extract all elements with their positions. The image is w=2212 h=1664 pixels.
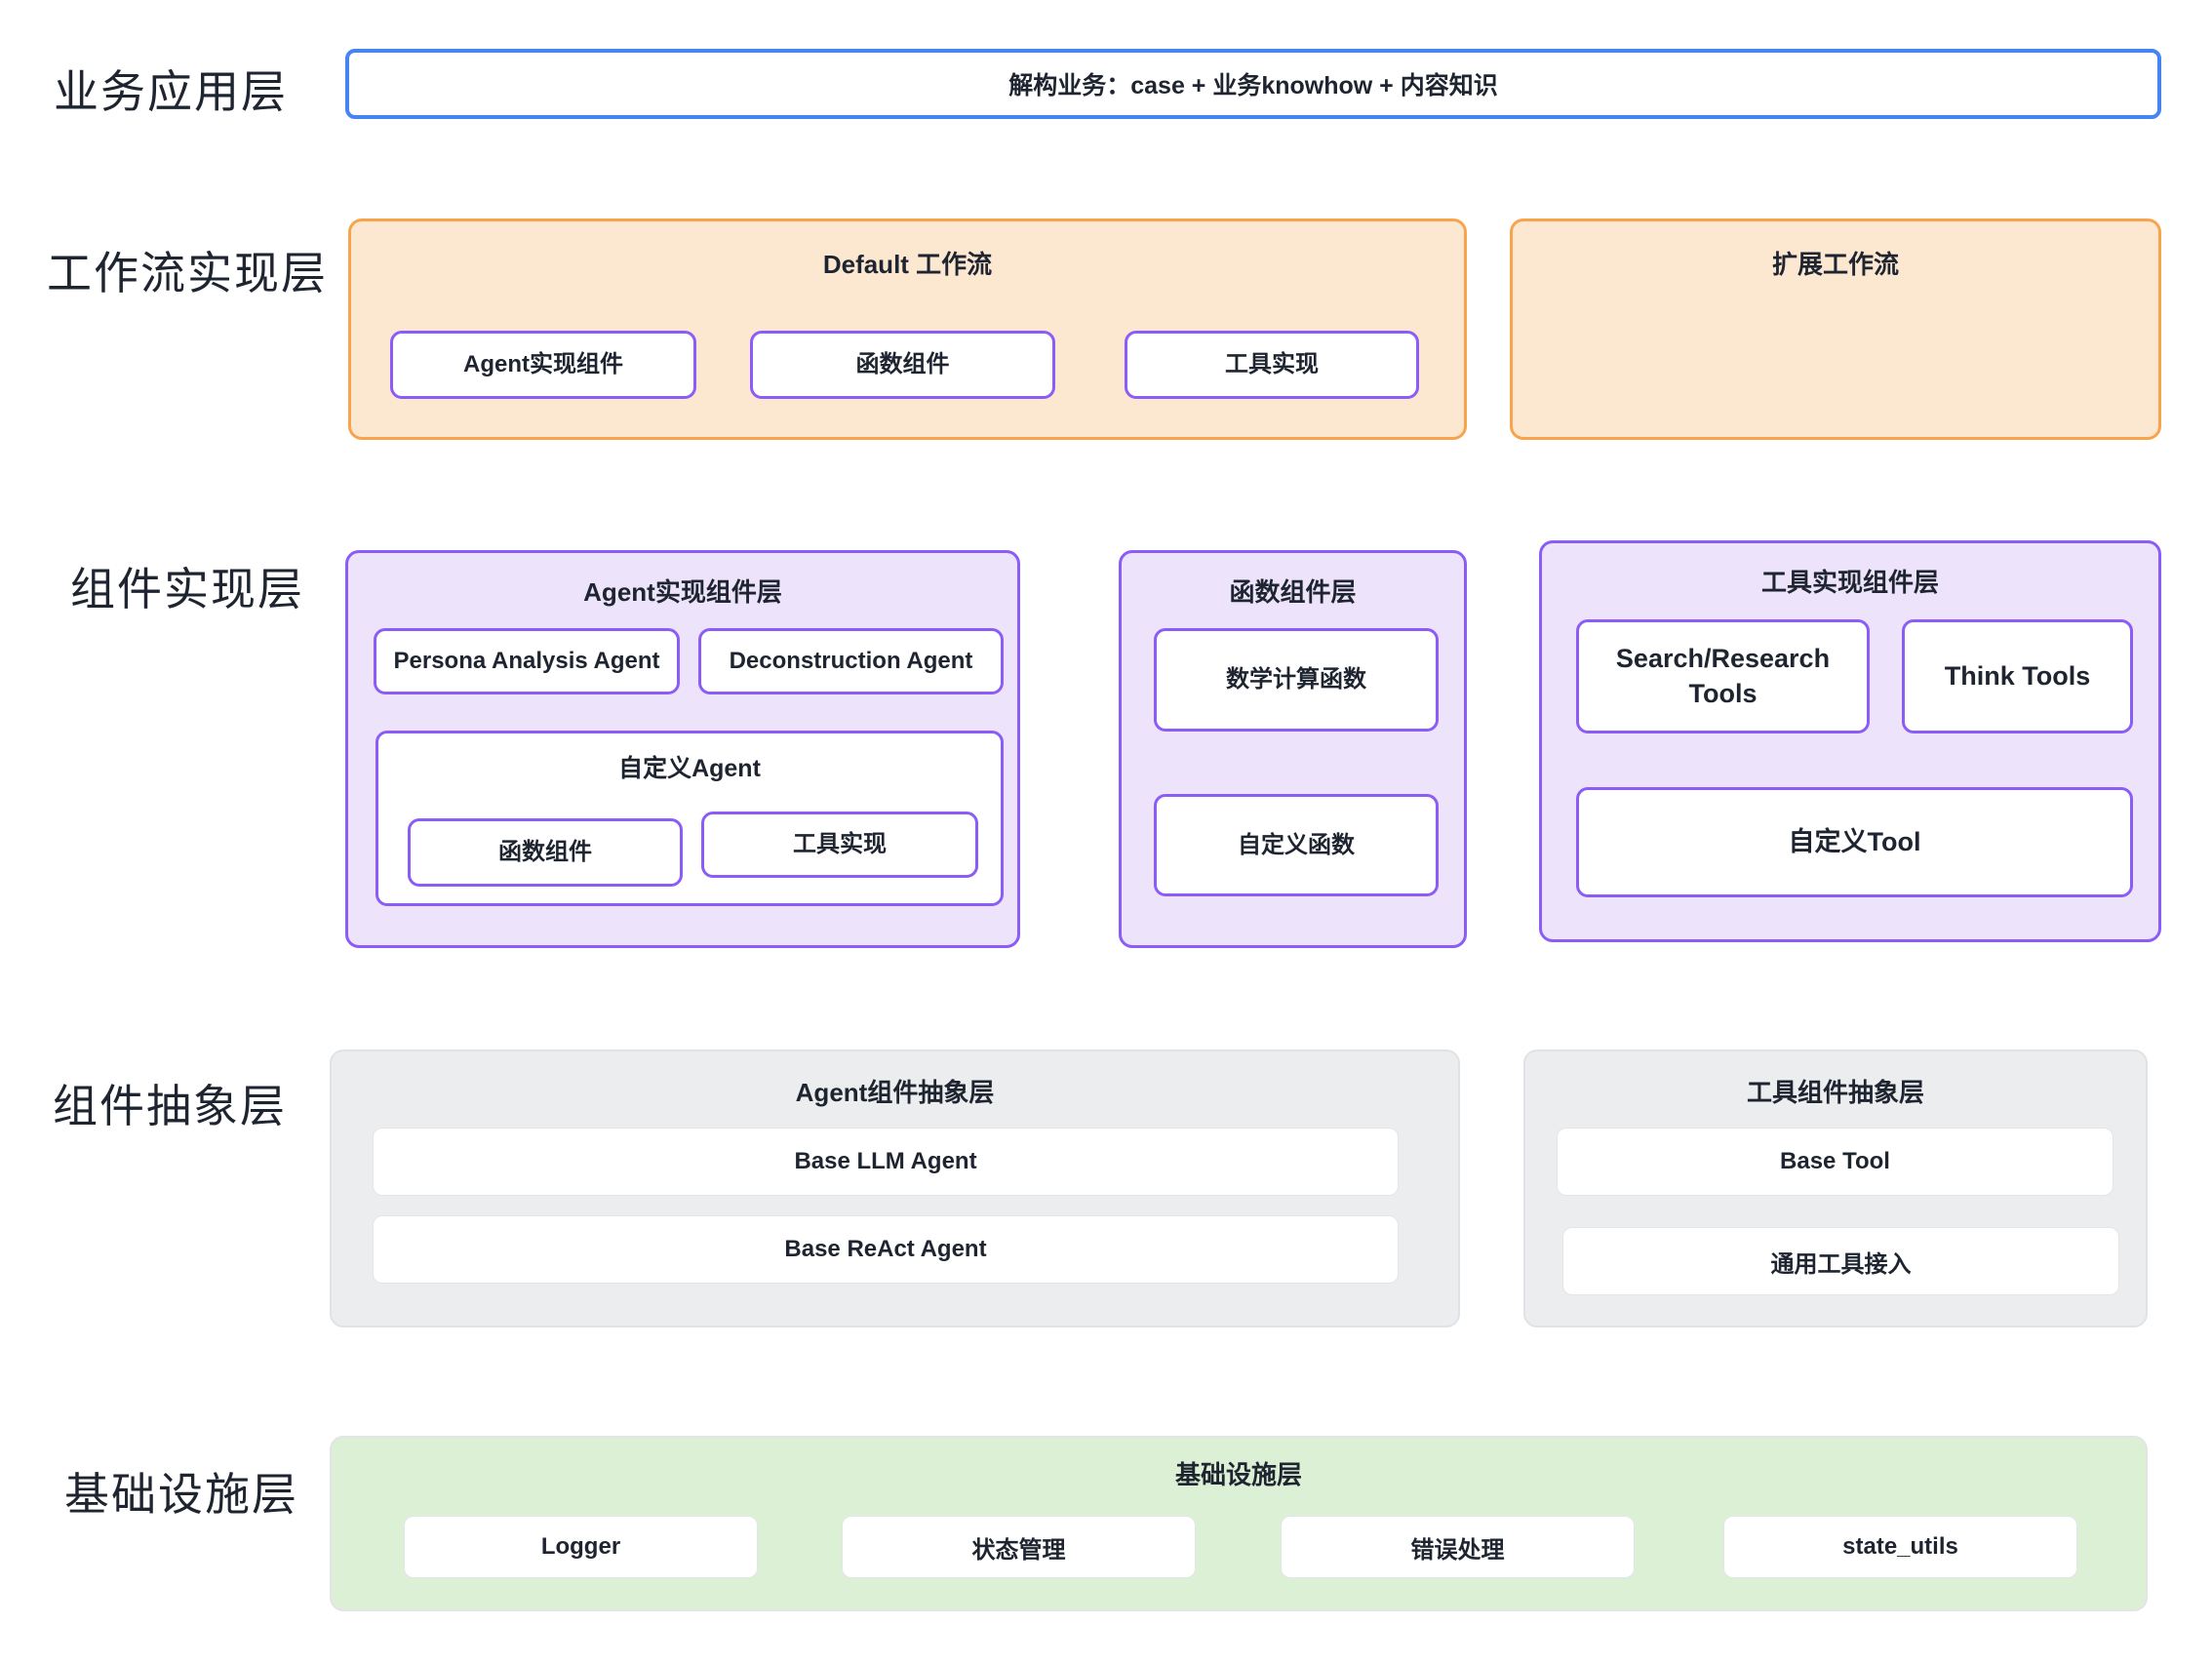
agent-abstraction-title: Agent组件抽象层: [795, 1078, 995, 1107]
workflow-item-function-component: 函数组件: [750, 331, 1055, 399]
default-workflow-title: Default 工作流: [822, 250, 993, 279]
tool-impl-title: 工具实现组件层: [1760, 568, 1939, 597]
math-function-box: 数学计算函数: [1154, 628, 1439, 732]
infrastructure-panel: 基础设施层 Logger 状态管理 错误处理 state_utils: [330, 1436, 2148, 1611]
error-handling-box: 错误处理: [1281, 1516, 1635, 1578]
function-panel-title: 函数组件层: [1229, 577, 1357, 607]
tool-abstraction-panel: 工具组件抽象层 Base Tool 通用工具接入: [1523, 1050, 2148, 1327]
state-management-box: 状态管理: [842, 1516, 1196, 1578]
default-workflow-panel: Default 工作流 Agent实现组件 函数组件 工具实现: [348, 218, 1467, 440]
business-box-text: 解构业务：case + 业务knowhow + 内容知识: [1008, 72, 1498, 99]
custom-agent-function-box: 函数组件: [408, 818, 683, 887]
layer-label-workflow: 工作流实现层: [47, 248, 328, 298]
base-tool-box: Base Tool: [1557, 1128, 2113, 1196]
think-tools-box: Think Tools: [1902, 619, 2133, 733]
search-research-tools-box: Search/Research Tools: [1576, 619, 1870, 733]
extended-workflow-title: 扩展工作流: [1771, 250, 1899, 279]
logger-box: Logger: [404, 1516, 758, 1578]
base-react-agent-box: Base ReAct Agent: [373, 1215, 1399, 1284]
function-panel: 函数组件层 数学计算函数 自定义函数: [1119, 550, 1467, 948]
custom-function-box: 自定义函数: [1154, 794, 1439, 896]
custom-tool-box: 自定义Tool: [1576, 787, 2133, 897]
custom-agent-box: 自定义Agent 函数组件 工具实现: [375, 731, 1004, 906]
extended-workflow-panel: 扩展工作流: [1510, 218, 2161, 440]
custom-agent-title: 自定义Agent: [618, 755, 761, 782]
agent-impl-panel: Agent实现组件层 Persona Analysis Agent Decons…: [345, 550, 1020, 948]
tool-impl-panel: 工具实现组件层 Search/Research Tools Think Tool…: [1539, 540, 2161, 942]
state-utils-box: state_utils: [1723, 1516, 2077, 1578]
business-box: 解构业务：case + 业务knowhow + 内容知识: [345, 49, 2161, 119]
tool-abstraction-title: 工具组件抽象层: [1746, 1078, 1924, 1107]
layer-label-component: 组件实现层: [70, 564, 304, 614]
layer-label-abstraction: 组件抽象层: [53, 1081, 287, 1131]
workflow-item-agent-component: Agent实现组件: [390, 331, 696, 399]
infrastructure-title: 基础设施层: [1174, 1460, 1302, 1489]
base-llm-agent-box: Base LLM Agent: [373, 1128, 1399, 1196]
custom-agent-tool-box: 工具实现: [701, 812, 978, 878]
generic-tool-access-box: 通用工具接入: [1562, 1227, 2119, 1295]
layer-label-business: 业务应用层: [54, 66, 288, 117]
deconstruction-agent-box: Deconstruction Agent: [698, 628, 1004, 694]
workflow-item-tool-impl: 工具实现: [1125, 331, 1419, 399]
agent-impl-title: Agent实现组件层: [583, 577, 782, 607]
persona-analysis-agent-box: Persona Analysis Agent: [374, 628, 680, 694]
layer-label-infra: 基础设施层: [64, 1469, 298, 1520]
agent-abstraction-panel: Agent组件抽象层 Base LLM Agent Base ReAct Age…: [330, 1050, 1460, 1327]
